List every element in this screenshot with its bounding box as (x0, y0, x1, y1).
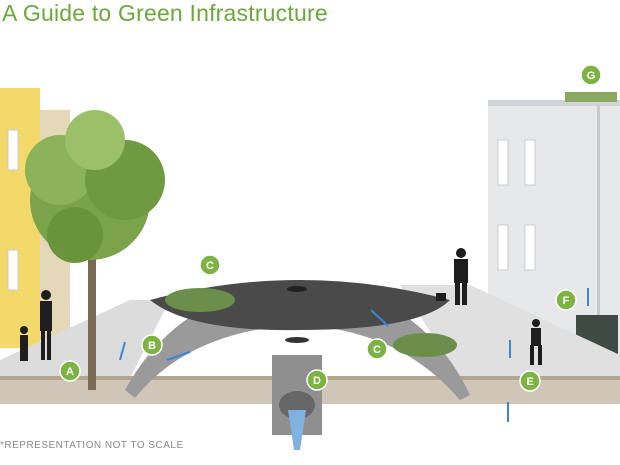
svg-text:E: E (526, 376, 533, 388)
green-roof (565, 92, 617, 102)
pedestrians (20, 248, 542, 365)
svg-text:G: G (587, 70, 596, 82)
planter-left (165, 288, 235, 312)
svg-text:D: D (313, 375, 321, 387)
marker-c-left[interactable]: C (199, 254, 221, 276)
marker-a[interactable]: A (59, 360, 81, 382)
marker-f[interactable]: F (555, 289, 577, 311)
marker-b[interactable]: B (141, 334, 163, 356)
water-flow-arrows (119, 288, 589, 422)
svg-text:C: C (206, 260, 214, 272)
marker-d[interactable]: D (306, 369, 328, 391)
page-title: A Guide to Green Infrastructure (2, 0, 328, 26)
svg-text:C: C (373, 344, 381, 356)
svg-text:A: A (66, 366, 74, 378)
planter-right (393, 333, 457, 357)
street-tree (25, 110, 165, 390)
marker-g[interactable]: G (580, 64, 602, 86)
downspout (597, 105, 600, 325)
marker-c-right[interactable]: C (366, 338, 388, 360)
svg-text:B: B (148, 340, 156, 352)
right-sidewalk (400, 285, 620, 378)
marker-e[interactable]: E (519, 370, 541, 392)
water-outflow (288, 410, 306, 450)
scale-footnote: *REPRESENTATION NOT TO SCALE (0, 440, 184, 451)
manhole (287, 286, 307, 292)
svg-text:F: F (563, 295, 570, 307)
